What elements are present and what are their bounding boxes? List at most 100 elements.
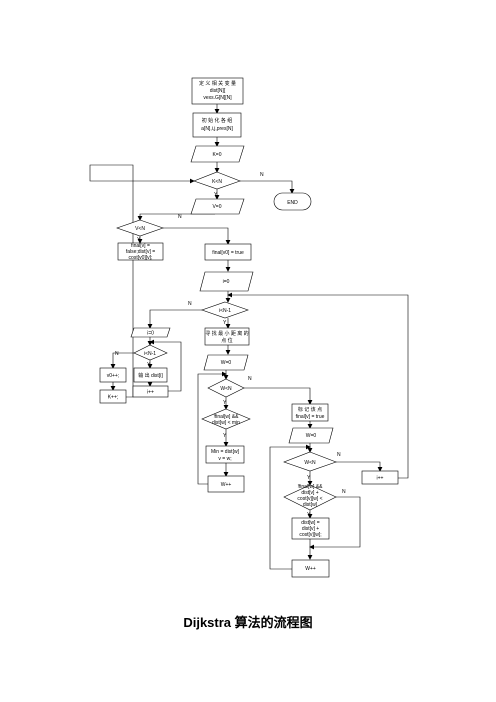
node-mark-v: 标 记 该 点 final[v] = true: [291, 403, 329, 422]
branch-tags: N Y N Y N Y N Y Y N Y N Y N Y: [115, 172, 346, 518]
node-out-i-inc: i++: [132, 385, 169, 398]
node-w-cond-b-line: W<N: [304, 460, 316, 466]
tag-k-cond-yes: Y: [214, 192, 218, 198]
node-final-init-line: final[v] =: [131, 243, 150, 249]
node-v-init-line: V=0: [212, 204, 221, 210]
node-w-inc-a: W++: [207, 475, 245, 493]
tag-w-cond-a-yes: Y: [223, 400, 227, 406]
node-relax-cond: !final[w] && dist[v] + cost[v][w] < dist…: [283, 484, 337, 511]
node-init-arrays-line: a[N],i,j,pres[N]: [201, 126, 233, 132]
node-mark-v-line: 标 记 该 点: [298, 406, 322, 413]
tag-i-cond-no: N: [188, 301, 192, 307]
wire-w-cond-a-no-to-mark-v: [244, 387, 313, 405]
node-init-vars: 定 义 相 关 变 量 dist[N][ vexs.G[N][N]: [191, 77, 244, 105]
node-w-inc-b: W++: [291, 559, 330, 578]
wire-i-inc-back-to-i-cond: [227, 292, 409, 479]
node-w-cond-b: W<N: [283, 451, 337, 472]
node-w-inc-b-line: W++: [305, 566, 316, 572]
tag-out-i-cond-no: N: [115, 351, 119, 357]
node-w-init-a: W=0: [203, 354, 249, 371]
tag-i-cond-yes: Y: [223, 320, 227, 326]
node-v-init: V=0: [190, 198, 245, 215]
node-init-vars-line: 定 义 相 关 变 量: [199, 80, 236, 87]
node-w-init-a-line: W=0: [221, 360, 232, 366]
node-min-cond: !final[w] && dist[w] < min: [201, 408, 251, 430]
tag-v-cond-yes: Y: [137, 237, 141, 243]
node-v-cond: V<N: [116, 219, 164, 237]
node-k-init: K=0: [190, 145, 245, 163]
node-find-min-line: 点 位: [221, 337, 232, 344]
node-relax-assign: dist[w] = dist[v] + cost[v][w];: [291, 517, 330, 540]
node-w-init-b: W=0: [288, 427, 334, 444]
wire-i-cond-no-to-out-i-init: [147, 309, 203, 329]
node-find-min-line: 寻 找 最 小 距 离 的: [205, 330, 248, 337]
node-min-assign-line: Min = dist[w]: [211, 449, 240, 455]
node-v0-inc: v0++;: [99, 367, 127, 383]
node-mark-v-line: final[v] = true: [296, 414, 325, 420]
node-out-i-init: i=0: [130, 327, 171, 338]
node-out-print: 输 出 dist[i]: [133, 367, 168, 383]
tag-relax-cond-no: N: [342, 489, 346, 495]
node-min-cond-line: dist[w] < min: [212, 420, 240, 426]
wire-w-inc-b-back-to-w-cond-b: [269, 444, 311, 570]
node-i-cond-line: i<N-1: [219, 308, 231, 314]
node-i-inc-line: i++: [377, 476, 384, 482]
node-relax-assign-line: cost[v][w];: [299, 532, 321, 538]
node-k-cond: K<N: [193, 171, 241, 190]
node-relax-assign-line: dist[v] +: [302, 526, 319, 532]
connector-lines: [89, 104, 409, 570]
tag-v-cond-no: N: [178, 214, 182, 220]
wire-w-inc-a-back-to-w-cond-a: [197, 371, 227, 485]
wire-out-i-inc-back-to-out-i-cond: [149, 339, 182, 392]
node-end-line: END: [287, 200, 298, 206]
node-final-init-line: cost[v0][v];: [129, 255, 153, 261]
figure-caption: Dijkstra 算法的流程图: [183, 615, 313, 630]
tag-min-cond-yes: Y: [223, 433, 227, 439]
wire-w-cond-b-no-to-i-inc: [336, 461, 383, 472]
node-v0-inc-line: v0++;: [107, 373, 120, 379]
node-i-cond: i<N-1: [201, 301, 249, 319]
wire-out-i-cond-no-to-v0-inc: [110, 352, 134, 369]
wire-relax-cond-no-to-w-inc-b: [309, 496, 361, 550]
node-i-init-line: i=0: [223, 279, 230, 285]
tag-w-cond-a-no: N: [248, 376, 252, 382]
node-final-v0-line: final[v0] = true: [212, 250, 244, 256]
node-k-inc-line: K++;: [108, 395, 119, 401]
node-out-i-cond: i<N-1: [133, 344, 168, 361]
node-min-assign: Min = dist[w] v = w;: [205, 445, 245, 464]
node-init-arrays: 初 始 化 各 组 a[N],i,j,pres[N]: [192, 112, 242, 138]
wire-v-init-to-v-cond: [137, 213, 215, 221]
node-min-cond-line: !final[w] &&: [213, 414, 239, 420]
node-v-cond-line: V<N: [135, 226, 145, 232]
node-final-init-line: false;dist[v] =: [126, 249, 155, 255]
wire-k-cond-no-to-end: [240, 180, 295, 194]
node-i-init: i=0: [199, 271, 254, 292]
tag-k-cond-no: N: [260, 172, 264, 178]
node-relax-cond-line: dist[v] +: [301, 490, 318, 496]
node-min-assign-line: v = w;: [218, 456, 231, 462]
node-out-i-cond-line: i<N-1: [144, 351, 156, 357]
tag-relax-cond-yes: Y: [307, 512, 311, 518]
node-relax-assign-line: dist[w] =: [301, 520, 320, 526]
node-w-init-b-line: W=0: [306, 433, 317, 439]
tag-out-i-cond-yes: Y: [147, 362, 151, 368]
node-out-print-line: 输 出 dist[i]: [138, 372, 163, 379]
tag-w-cond-b-yes: Y: [307, 475, 311, 481]
node-out-i-init-line: i=0: [147, 331, 154, 337]
node-relax-cond-line: dist[w]: [303, 502, 318, 508]
node-init-vars-line: dist[N][: [210, 88, 226, 94]
node-i-inc: i++: [361, 470, 399, 485]
node-init-arrays-line: 初 始 化 各 组: [202, 117, 233, 124]
node-w-cond-a-line: W<N: [220, 386, 232, 392]
node-relax-cond-line: cost[v][w] <: [297, 496, 322, 502]
node-end: END: [273, 192, 312, 211]
tag-w-cond-b-no: N: [337, 452, 341, 458]
node-w-cond-a: W<N: [207, 378, 245, 398]
wire-k-inc-back-to-k-cond: [89, 164, 195, 398]
node-k-cond-line: K<N: [212, 179, 222, 185]
node-init-vars-line: vexs.G[N][N]: [203, 95, 232, 101]
node-final-v0: final[v0] = true: [204, 243, 252, 261]
wire-v-cond-no-to-final-v0: [163, 227, 231, 245]
node-w-inc-a-line: W++: [221, 482, 232, 488]
